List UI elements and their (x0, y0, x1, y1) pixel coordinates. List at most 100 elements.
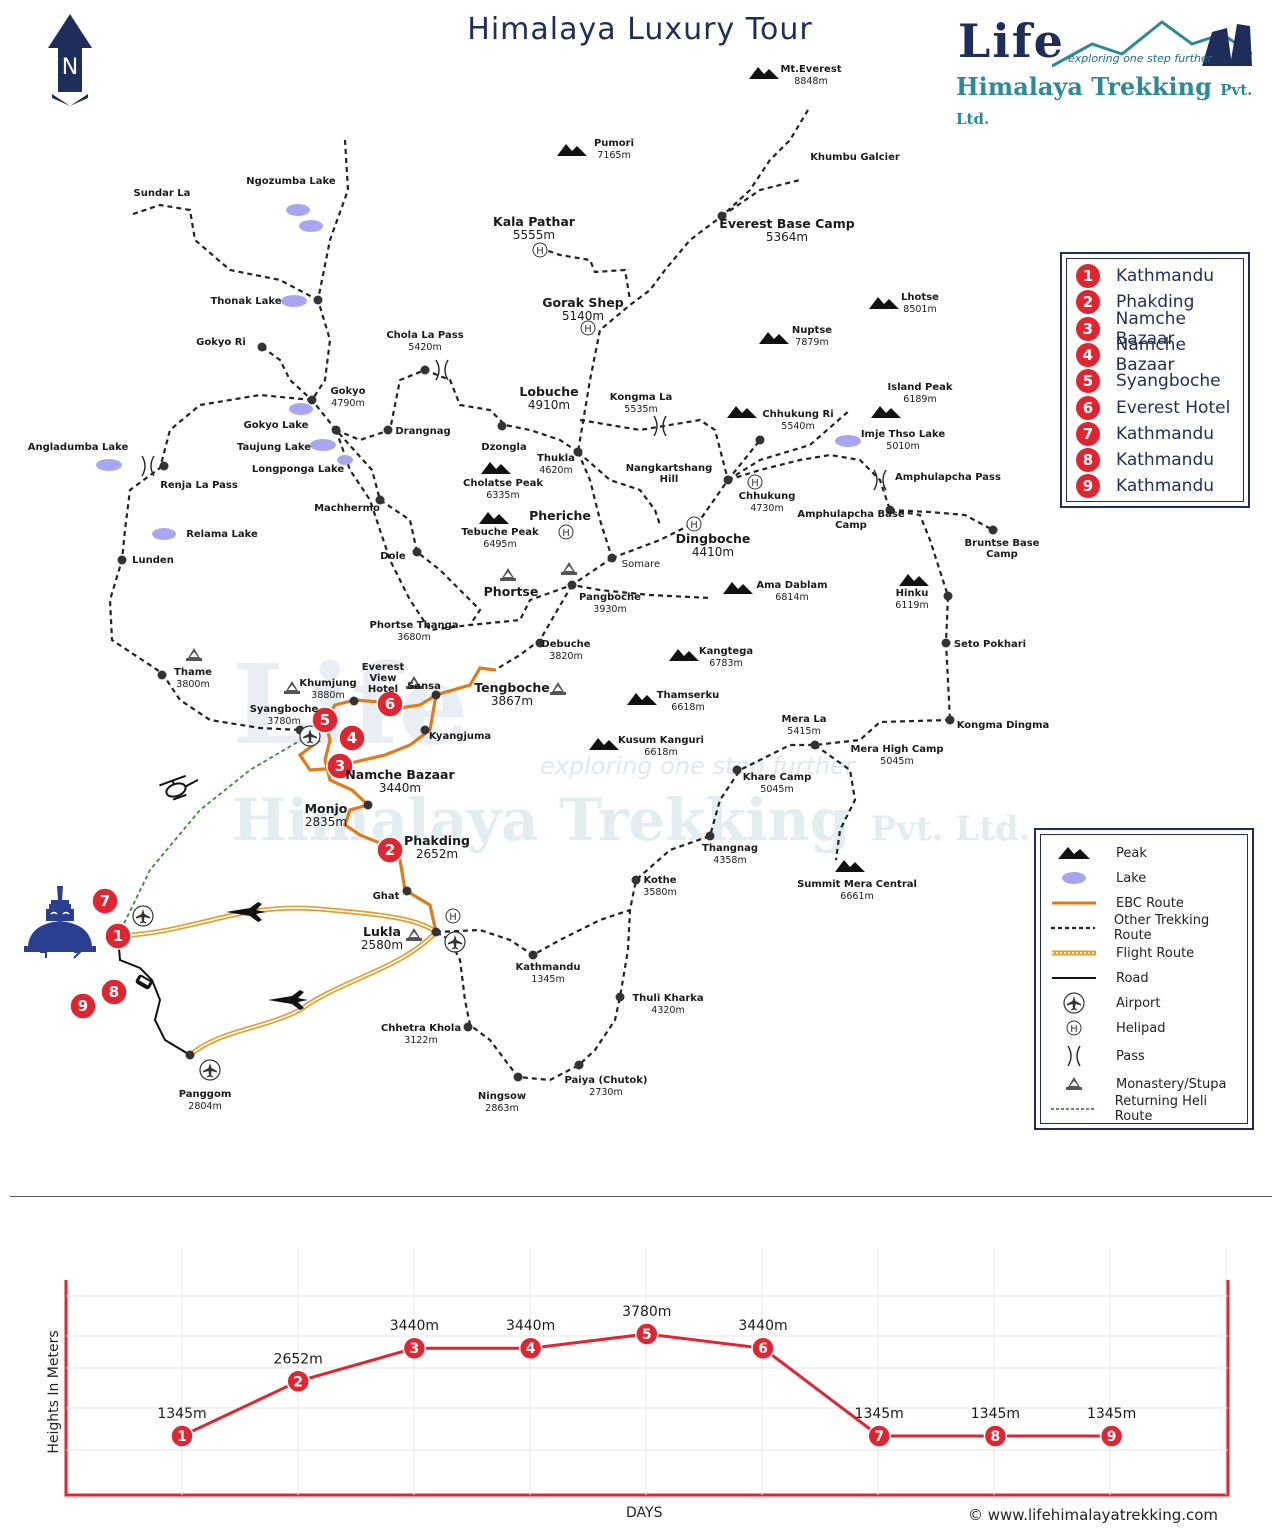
place-name: Cholatse Peak (463, 478, 543, 489)
place-name: Ngozumba Lake (246, 176, 336, 187)
place-name: Pheriche (529, 508, 591, 523)
place-altitude: 5415m (787, 726, 820, 737)
profile-point-marker (1099, 1424, 1124, 1448)
place-name: Sansa (407, 681, 441, 692)
peak-icon (835, 860, 865, 872)
place-name: Phakding (404, 833, 470, 848)
place-label: Sansa (407, 681, 441, 692)
stupa-icon (24, 886, 96, 959)
helipad-icon (1066, 1020, 1082, 1036)
place-label: Kongma Dingma (957, 720, 1050, 731)
plane-icon (226, 902, 266, 922)
profile-point-label: 3440m (738, 1318, 787, 1334)
itinerary-place: Kathmandu (1116, 423, 1215, 444)
airport-icon (1063, 992, 1085, 1014)
car-icon (135, 974, 153, 990)
place-name: Kongma La (610, 392, 673, 403)
svg-text:5: 5 (320, 711, 330, 729)
place-name: Kangtega (699, 646, 753, 657)
profile-point-label: 3780m (622, 1304, 671, 1320)
copyright: © www.lifehimalayatrekking.com (968, 1506, 1219, 1524)
place-altitude: 4358m (713, 855, 746, 866)
day-number-badge: 4 (1076, 342, 1100, 367)
plane-icon (268, 990, 308, 1010)
mountain-logo-icon (1052, 20, 1252, 68)
profile-point-day: 7 (874, 1429, 884, 1445)
airport-icon (132, 905, 154, 927)
place-label: Taujung Lake (237, 442, 311, 453)
profile-point-day: 3 (410, 1341, 420, 1357)
place-name: Island Peak (887, 382, 952, 393)
place-altitude: 6119m (895, 600, 928, 611)
helipad-icon (686, 516, 702, 532)
place-name: Imje Thso Lake (861, 429, 946, 440)
place-name: Camp (835, 520, 867, 531)
road-route (117, 935, 191, 1056)
profile-point-marker (518, 1336, 543, 1360)
place-name: Hotel (368, 684, 398, 695)
itinerary-place: Kathmandu (1116, 476, 1215, 497)
legend-row-peak: Peak (1046, 842, 1246, 864)
north-arrow-icon: N (48, 14, 92, 106)
place-altitude: 3867m (491, 694, 533, 708)
svg-text:7: 7 (100, 892, 110, 910)
itinerary-place: Everest Hotel (1116, 397, 1231, 418)
day-number-badge: 5 (1076, 369, 1100, 394)
place-name: Tebuche Peak (461, 527, 539, 538)
profile-point-label: 1345m (855, 1406, 904, 1422)
peak-icon (669, 649, 699, 661)
place-altitude: 3122m (404, 1035, 437, 1046)
map-day-marker-7: 7 (91, 887, 119, 915)
profile-point-day: 6 (758, 1341, 768, 1357)
place-altitude: 5364m (766, 230, 808, 244)
legend-row-monastery: Monastery/Stupa (1046, 1073, 1246, 1095)
place-altitude: 2580m (361, 938, 403, 952)
place-name: Mera La (781, 714, 826, 725)
place-name: Nuptse (792, 325, 832, 336)
place-label: Renja La Pass (160, 480, 238, 491)
map-day-marker-2: 2 (376, 836, 404, 864)
place-name: Gokyo Lake (244, 420, 309, 431)
place-altitude: 4620m (539, 465, 572, 476)
day-number-badge: 1 (1076, 264, 1100, 288)
monastery-icon (561, 562, 577, 575)
place-altitude: 2835m (305, 815, 347, 829)
place-name: Thuli Kharka (632, 993, 703, 1004)
legend-row-pass: Pass (1046, 1045, 1246, 1067)
place-altitude: 4910m (528, 398, 570, 412)
place-name: Bruntse Base (965, 538, 1040, 549)
day-number-badge: 2 (1076, 290, 1100, 315)
legend-row-other-route: Other Trekking Route (1050, 913, 1210, 943)
lake-icon (96, 459, 122, 471)
place-name: Chhukung (739, 491, 796, 502)
section-divider (10, 1196, 1272, 1197)
place-name: Amphulapcha Pass (895, 472, 1001, 483)
place-name: Pangboche (579, 592, 641, 603)
place-name: Gokyo (330, 386, 365, 397)
place-name: Panggom (179, 1089, 232, 1100)
place-name: Khare Camp (743, 772, 811, 783)
svg-text:8: 8 (109, 983, 119, 1001)
place-altitude: 6783m (709, 658, 742, 669)
profile-point-marker (170, 1424, 194, 1448)
peak-icon (479, 512, 509, 524)
